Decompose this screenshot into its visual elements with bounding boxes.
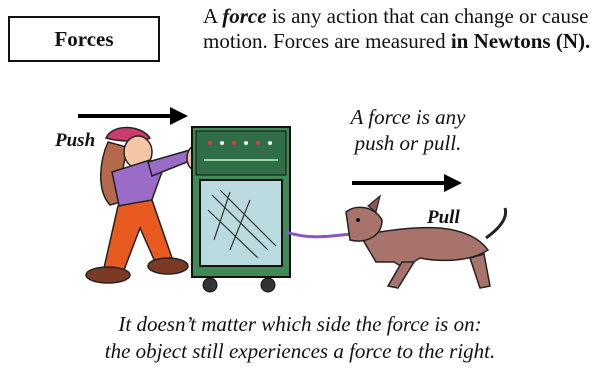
title-box: Forces (8, 16, 160, 62)
caption-line-2: the object still experiences a force to … (104, 339, 496, 363)
caption-line-1: It doesn’t matter which side the force i… (118, 312, 482, 336)
pull-arrow (352, 174, 462, 192)
title-label: Forces (54, 26, 114, 51)
pull-label: Pull (427, 207, 460, 228)
definition-force-word: force (222, 4, 267, 28)
person-pushing (85, 126, 204, 284)
definition-units: in Newtons (N). (450, 29, 591, 53)
dog-pulling (345, 194, 508, 289)
leash (285, 230, 353, 239)
pushed-object (191, 126, 291, 293)
push-label: Push (55, 130, 96, 151)
note-line-2: push or pull. (354, 131, 462, 155)
caption: It doesn’t matter which side the force i… (0, 311, 600, 365)
definition-text-middle: is any action that can change or cause m… (203, 4, 589, 53)
note-line-1: A force is any (350, 105, 466, 129)
force-definition: A force is any action that can change or… (203, 4, 595, 54)
definition-text-start: A (203, 4, 223, 28)
push-or-pull-note: A force is any push or pull. (318, 104, 498, 156)
push-arrow (78, 107, 188, 125)
